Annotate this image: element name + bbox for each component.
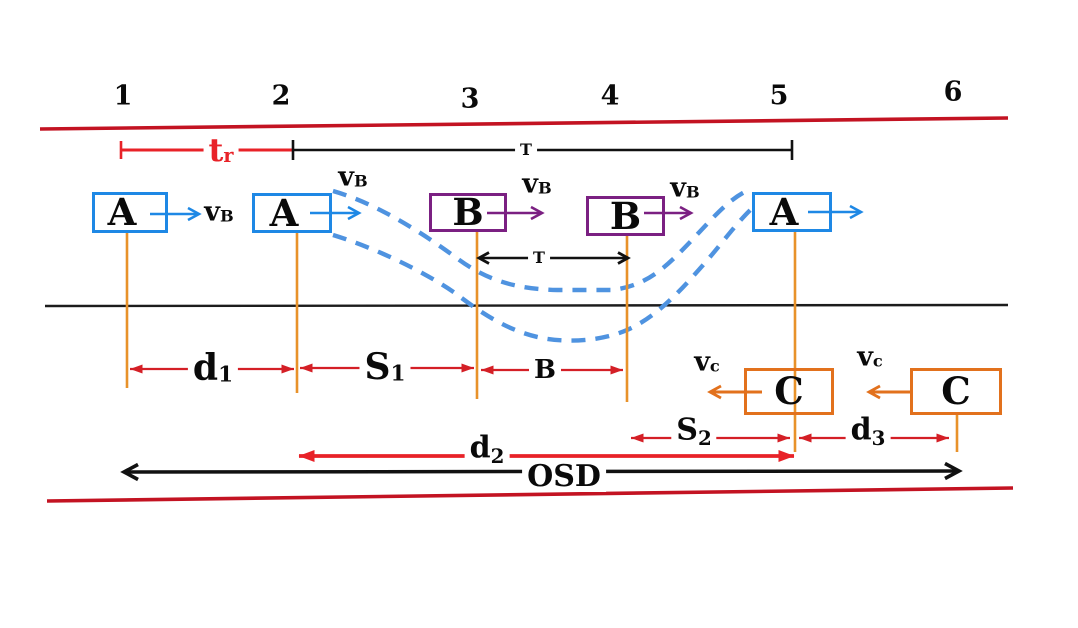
lane-center-line bbox=[44, 303, 1009, 308]
distance-label-b: B bbox=[529, 357, 561, 383]
road-edge-top bbox=[39, 116, 1009, 131]
distance-label-osd: OSD bbox=[522, 462, 606, 492]
reaction-time-label: tr bbox=[203, 134, 239, 166]
speed-label-vc-c1: vc bbox=[694, 346, 720, 378]
distance-label-d2: d2 bbox=[464, 433, 510, 467]
position-marker-6: 6 bbox=[943, 76, 963, 108]
speed-label-vb-b1: vB bbox=[522, 168, 552, 200]
distance-label-s1: S1 bbox=[359, 349, 411, 385]
distance-label-d3: d3 bbox=[845, 415, 891, 449]
position-marker-5: 5 bbox=[769, 80, 789, 112]
overtake-time-label-top: T bbox=[515, 142, 537, 158]
vehicle-box-a-pos5: A bbox=[752, 192, 832, 232]
vehicle-box-a-pos2: A bbox=[252, 193, 332, 233]
position-marker-1: 1 bbox=[113, 80, 133, 112]
distance-label-s2: S2 bbox=[671, 415, 717, 449]
vehicle-label-c2: C bbox=[941, 369, 971, 413]
vehicle-box-b-pos4: B bbox=[586, 196, 665, 236]
distance-label-d1: d1 bbox=[187, 350, 239, 386]
position-marker-2: 2 bbox=[271, 80, 291, 112]
vehicle-box-c1: C bbox=[744, 368, 834, 415]
overtake-time-label-mid: T bbox=[528, 250, 550, 266]
vehicle-box-b-pos3: B bbox=[429, 193, 507, 232]
road-edge-bottom bbox=[46, 486, 1014, 503]
overtake-path-upper bbox=[332, 186, 752, 293]
position-marker-4: 4 bbox=[600, 80, 620, 112]
speed-label-vb-a2: vB bbox=[338, 161, 368, 193]
vehicle-label-a1: A bbox=[107, 190, 137, 234]
vehicle-label-c1: C bbox=[774, 369, 804, 413]
vehicle-label-a2: A bbox=[269, 190, 299, 235]
speed-label-vb-b2: vB bbox=[670, 172, 700, 204]
vehicle-label-b1: B bbox=[452, 190, 484, 234]
vehicle-box-c2: C bbox=[910, 368, 1002, 415]
position-marker-3: 3 bbox=[460, 83, 480, 115]
vehicle-label-a3: A bbox=[769, 189, 799, 234]
overtake-path-lower bbox=[332, 202, 759, 343]
vehicle-box-a-pos1: A bbox=[92, 192, 168, 233]
speed-label-vc-c2: vc bbox=[857, 341, 883, 373]
vehicle-label-b2: B bbox=[609, 193, 642, 238]
speed-label-vb-a1: vB bbox=[204, 196, 234, 228]
